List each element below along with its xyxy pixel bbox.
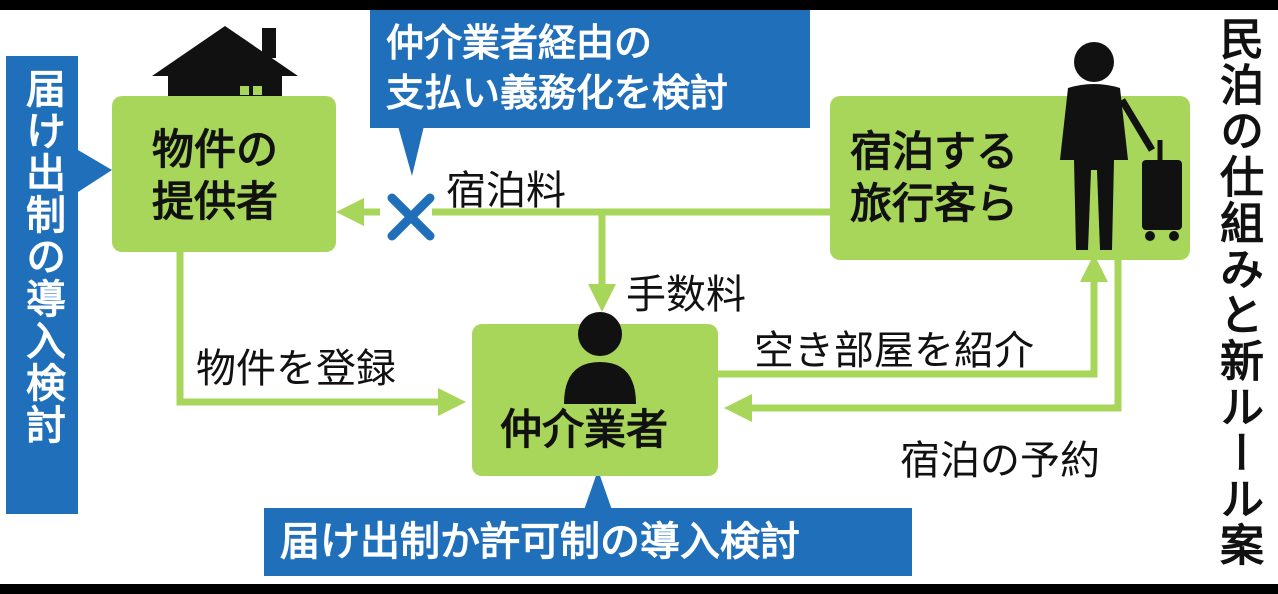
diagram-title: 民泊の仕組みと新ルール案 <box>1212 16 1263 568</box>
provider-notification-text: 届け出制の導入検討 <box>19 68 65 446</box>
reservation-label: 宿泊の予約 <box>900 438 1100 484</box>
commission-label: 手数料 <box>626 272 746 318</box>
broker-license-callout: 届け出制か許可制の導入検討 <box>264 508 912 576</box>
provider-notification-callout: 届け出制の導入検討 <box>6 56 78 514</box>
register-property-label: 物件を登録 <box>196 346 396 392</box>
payment-callout-pointer <box>398 126 424 176</box>
introduce-rooms-label: 空き部屋を紹介 <box>754 328 1034 374</box>
lodging-fee-label: 宿泊料 <box>446 168 566 214</box>
reservation-arrow <box>724 260 1122 422</box>
broker-callout-pointer <box>584 470 612 510</box>
broker-label: 仲介業者 <box>500 405 669 454</box>
register-property-arrow <box>176 252 466 416</box>
diagram-canvas: 物件の 提供者 宿泊する 旅行客ら 仲介業者 宿泊料 手数料 物件を登録 空き部… <box>0 10 1278 584</box>
flow-arrows <box>78 126 1122 510</box>
payment-callout: 仲介業者経由の 支払い義務化を検討 <box>370 10 810 128</box>
traveler-with-suitcase-icon <box>1060 42 1182 250</box>
provider-node: 物件の 提供者 <box>112 96 336 252</box>
provider-label: 物件の 提供者 <box>152 125 279 226</box>
traveler-label: 宿泊する 旅行客ら <box>850 127 1019 228</box>
traveler-node: 宿泊する 旅行客ら <box>830 96 1190 260</box>
broker-license-text: 届け出制か許可制の導入検討 <box>280 519 800 565</box>
person-icon <box>564 312 636 404</box>
cross-mark-icon <box>387 193 435 241</box>
introduce-rooms-arrow <box>718 254 1108 378</box>
provider-callout-pointer <box>78 150 112 192</box>
payment-callout-text: 仲介業者経由の 支払い義務化を検討 <box>386 21 729 115</box>
